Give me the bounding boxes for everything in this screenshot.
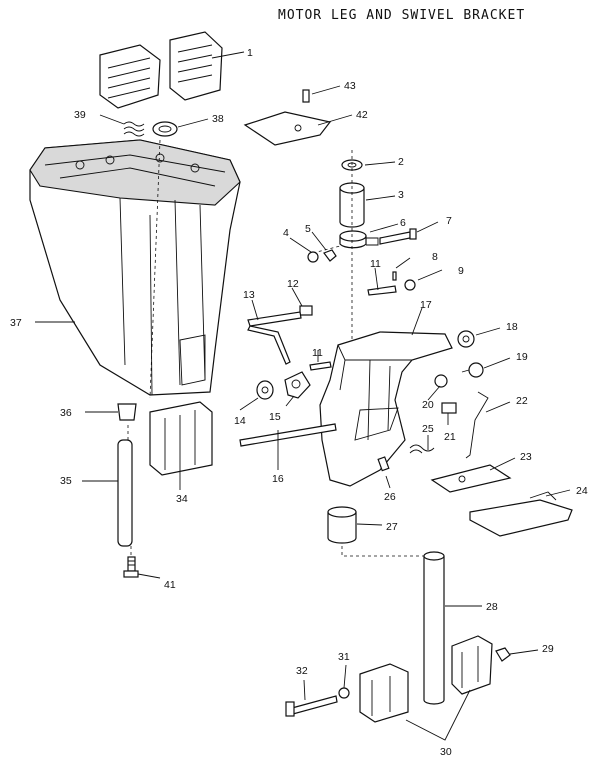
assembly-line-shaft — [312, 150, 353, 340]
nut-part-5 — [323, 249, 337, 262]
callout-43: 43 — [344, 80, 356, 92]
rod-part-13 — [247, 311, 302, 365]
cover-plate-part-42 — [243, 111, 332, 146]
assembly-line-left — [127, 139, 161, 557]
leader-lines — [35, 51, 571, 741]
spring-part-25 — [409, 444, 435, 454]
clamp-bar-part-24 — [469, 491, 573, 537]
callout-4: 4 — [283, 227, 289, 239]
callout-2: 2 — [398, 156, 404, 168]
callout-35: 35 — [60, 475, 72, 487]
washer-part-14 — [256, 380, 274, 400]
callout-31: 31 — [338, 651, 350, 663]
collar-part-6 — [339, 230, 379, 249]
callout-22: 22 — [516, 395, 528, 407]
callout-12: 12 — [287, 278, 299, 290]
callout-32: 32 — [296, 665, 308, 677]
brush-holder-part-1 — [99, 31, 223, 109]
rod-part-16 — [239, 423, 337, 447]
callout-34: 34 — [176, 493, 188, 505]
swivel-bracket-part-17 — [319, 331, 453, 487]
callout-15: 15 — [269, 411, 281, 423]
callout-labels: 1 43 42 39 38 2 3 6 7 4 5 8 11 9 12 13 1… — [10, 47, 588, 758]
washer-part-31 — [338, 687, 350, 699]
callout-41: 41 — [164, 579, 176, 591]
screw-part-43 — [302, 89, 310, 103]
callout-9: 9 — [458, 265, 464, 277]
callout-13: 13 — [243, 289, 255, 301]
callout-14: 14 — [234, 415, 246, 427]
callout-18: 18 — [506, 321, 518, 333]
callout-19: 19 — [516, 351, 528, 363]
shaft-part-35 — [117, 439, 133, 547]
callout-20: 20 — [422, 399, 434, 411]
bracket-plate-part-23 — [430, 464, 512, 493]
clamp-block-part-34 — [149, 401, 213, 476]
callout-8: 8 — [432, 251, 438, 263]
pin-part-8 — [392, 271, 397, 281]
callout-28: 28 — [486, 601, 498, 613]
callout-23: 23 — [520, 451, 532, 463]
callout-38: 38 — [212, 113, 224, 125]
clamp-part-15 — [284, 371, 311, 399]
knob-part-19 — [461, 362, 484, 378]
callout-25: 25 — [422, 423, 434, 435]
tube-part-28 — [423, 551, 445, 705]
knob-part-9 — [404, 279, 416, 291]
motor-housing-part-37 — [29, 139, 241, 396]
assembly-line-sleeve — [341, 546, 432, 557]
callout-29: 29 — [542, 643, 554, 655]
washer-part-18 — [457, 330, 475, 348]
callout-3: 3 — [398, 189, 404, 201]
spacer-part-12 — [299, 305, 313, 316]
screw-part-11-lower — [309, 361, 332, 371]
nut-part-29 — [495, 647, 511, 662]
bushing-part-36 — [117, 403, 137, 421]
callout-26: 26 — [384, 491, 396, 503]
bushing-part-3 — [339, 182, 365, 228]
bolt-part-32 — [285, 695, 338, 717]
screw-part-41 — [123, 556, 139, 578]
callout-7: 7 — [446, 215, 452, 227]
callout-11-lower: 11 — [312, 347, 323, 359]
callout-21: 21 — [444, 431, 456, 443]
seal-part-38 — [152, 121, 178, 137]
callout-24: 24 — [576, 485, 588, 497]
callout-37: 37 — [10, 317, 22, 329]
callout-5: 5 — [305, 223, 311, 235]
bolt-part-7 — [379, 228, 417, 245]
callout-11-upper: 11 — [370, 258, 381, 270]
callout-36: 36 — [60, 407, 72, 419]
callout-42: 42 — [356, 109, 368, 121]
callout-17: 17 — [420, 299, 432, 311]
washer-part-20 — [434, 374, 448, 388]
callout-39: 39 — [74, 109, 86, 121]
clamp-part-30 — [359, 635, 493, 723]
diagram-title: MOTOR LEG AND SWIVEL BRACKET — [278, 8, 526, 23]
screw-part-11-upper — [367, 285, 397, 296]
spring-part-39 — [123, 121, 145, 137]
callout-30: 30 — [440, 746, 452, 758]
sleeve-part-27 — [327, 506, 357, 544]
callout-16: 16 — [272, 473, 284, 485]
callout-27: 27 — [386, 521, 398, 533]
screw-part-26 — [377, 456, 390, 472]
callout-1: 1 — [247, 47, 253, 59]
callout-6: 6 — [400, 217, 406, 229]
washer-part-4 — [307, 251, 319, 263]
lever-part-22 — [465, 391, 489, 459]
plate-part-21 — [441, 402, 457, 414]
